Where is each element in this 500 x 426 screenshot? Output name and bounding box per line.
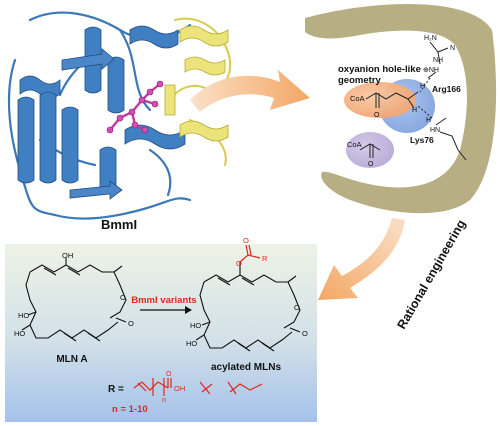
arg166-label: Arg166 <box>432 84 461 94</box>
n-plus-label: ⊕NH <box>423 67 439 74</box>
r-group-acid <box>133 378 172 396</box>
enzyme-label: BmmI variants <box>131 295 196 306</box>
pocket-shape <box>305 4 497 214</box>
reaction-box <box>5 244 317 422</box>
substrate-ho-mid: HO <box>18 311 29 320</box>
substrate-structure <box>21 258 127 342</box>
substrate-ho-bottom: HO <box>14 329 25 338</box>
r-acid-o: O <box>166 371 172 378</box>
r-group-methyl <box>199 381 213 395</box>
protein-label: BmmI <box>101 217 137 232</box>
h-label-3: H <box>412 107 417 114</box>
r-group-propyl <box>227 381 263 395</box>
r-definition-label: R = <box>108 384 124 395</box>
rational-engineering-label: Rational engineering <box>394 217 468 331</box>
active-site-title-line2: geometry <box>338 75 381 86</box>
product-o-ring-b: O <box>302 329 308 338</box>
acyl-r: R <box>262 254 268 263</box>
r-acid-oh: OH <box>174 384 185 393</box>
acyl-o-carbonyl: O <box>243 236 249 245</box>
carbonyl-o-label: O <box>374 112 380 119</box>
n-range-label: n = 1-10 <box>112 404 148 415</box>
helix-group <box>17 25 186 194</box>
ligand <box>106 80 164 134</box>
lys76-label: Lys76 <box>410 135 434 145</box>
arrow-to-active-site <box>190 70 310 112</box>
coa-top-label: CoA <box>350 94 365 103</box>
coa-bottom-label: CoA <box>347 140 362 149</box>
substrate-oh-top: OH <box>62 251 73 260</box>
h2n-label: H₂N <box>424 35 437 42</box>
active-site-pocket: oxyanion hole-like geometry CoA CoA O O … <box>305 4 497 214</box>
hn-label: HN <box>430 127 440 134</box>
active-site-title-line1: oxyanion hole-like <box>338 64 421 75</box>
substrate-o-ring-b: O <box>128 319 134 328</box>
substrate-o-ring: O <box>120 293 126 302</box>
h-label-1: H <box>420 83 425 90</box>
acyl-o-ester: O <box>236 259 242 268</box>
yellow-domain <box>164 17 232 166</box>
nh-top-label: NH <box>433 57 443 64</box>
product-structure <box>195 262 301 352</box>
h-label-2: H <box>426 117 431 124</box>
n-right-label: N <box>450 45 455 52</box>
product-o-ring: O <box>294 303 300 312</box>
reaction-panel: OH HO HO O O MLN A BmmI variants <box>5 236 317 422</box>
product-ho-1: HO <box>190 321 201 330</box>
bottom-o-label: O <box>368 161 374 168</box>
product-label: acylated MLNs <box>211 362 281 373</box>
arrow-rational-engineering <box>318 218 405 300</box>
protein-structure <box>7 11 232 220</box>
r-acid-n: n <box>162 397 166 404</box>
product-ho-2: HO <box>186 339 197 348</box>
substrate-label: MLN A <box>56 354 87 365</box>
